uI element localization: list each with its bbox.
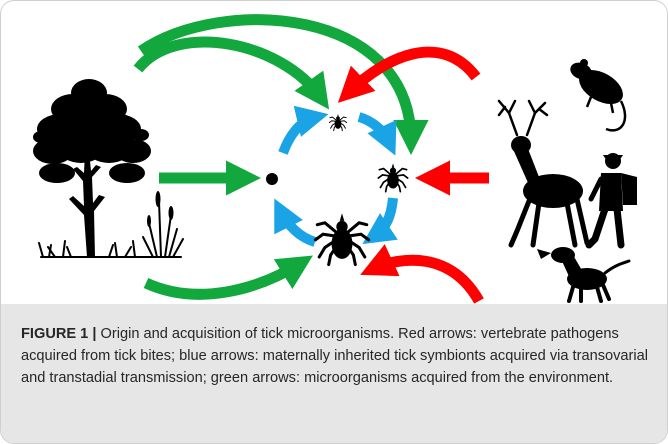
- caption-label: FIGURE 1 |: [21, 326, 96, 342]
- caption-body: Origin and acquisition of tick microorga…: [21, 326, 648, 386]
- red-arrow-bottom: [373, 260, 479, 301]
- blue-arrow-adult-to-egg: [280, 210, 315, 242]
- tick-adult-icon: [315, 213, 368, 264]
- tick-larva-icon: [329, 114, 346, 131]
- caption-box: FIGURE 1 | Origin and acquisition of tic…: [1, 304, 667, 443]
- green-arrow-bottom: [146, 263, 301, 294]
- blue-arrow-larva-to-nymph: [359, 117, 390, 144]
- rat-icon: [568, 59, 629, 130]
- blue-arrow-egg-to-larva: [283, 117, 316, 153]
- blue-arrow-nymph-to-adult: [373, 198, 393, 237]
- deer-icon: [499, 101, 587, 245]
- diagram: [1, 1, 667, 304]
- dog-icon: [537, 247, 629, 301]
- egg-icon: [266, 173, 278, 185]
- grass-icon: [39, 201, 183, 257]
- tree-icon: [33, 79, 151, 257]
- figure-caption: FIGURE 1 | Origin and acquisition of tic…: [21, 323, 651, 389]
- hiker-icon: [589, 153, 637, 245]
- green-arrow-top: [138, 42, 321, 98]
- red-arrow-top: [348, 52, 476, 93]
- tick-nymph-icon: [378, 163, 407, 191]
